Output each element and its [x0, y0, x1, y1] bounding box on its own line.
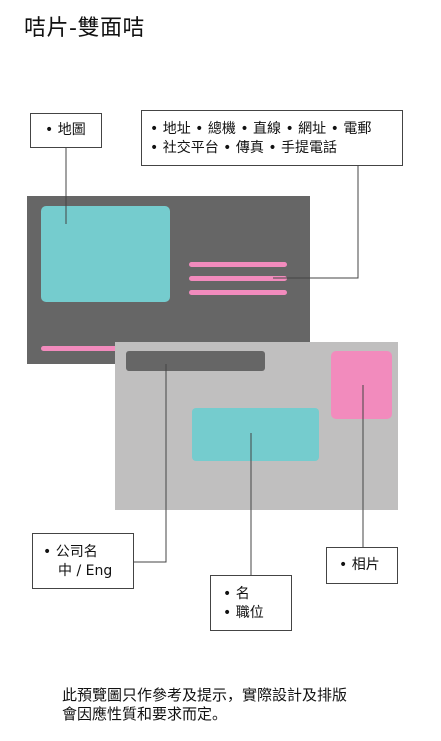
callout-contact-line-2: • 社交平台 • 傳真 • 手提電話 [150, 140, 338, 156]
connector-contact [273, 166, 359, 279]
callout-photo: • 相片 [326, 547, 398, 584]
card-back-contact-line-1 [189, 262, 287, 267]
card-back-contact-line-3 [189, 290, 287, 295]
callout-map: • 地圖 [30, 113, 102, 148]
callout-photo-label: • 相片 [339, 557, 380, 573]
card-front-name-block [192, 408, 319, 461]
card-back-contact-line-2 [189, 276, 287, 281]
callout-company: • 公司名 中 / Eng [32, 533, 134, 589]
disclaimer-line-1: 此預覽圖只作參考及提示，實際設計及排版 [62, 686, 348, 704]
card-back-map-block [41, 206, 170, 302]
card-front-photo-block [331, 351, 392, 419]
callout-contact: • 地址 • 總機 • 直線 • 網址 • 電郵 • 社交平台 • 傳真 • 手… [141, 110, 403, 166]
card-front-company-bar [126, 351, 265, 371]
callout-name: • 名 • 職位 [210, 575, 292, 631]
callout-company-line-2: 中 / Eng [58, 563, 113, 579]
callout-map-label: • 地圖 [45, 122, 86, 138]
card-back-bottom-line [41, 346, 121, 351]
callout-name-line-1: • 名 [223, 586, 250, 602]
disclaimer-line-2: 會因應性質和要求而定。 [62, 705, 228, 723]
connector-company [134, 364, 167, 563]
disclaimer-note: 此預覽圖只作參考及提示，實際設計及排版 會因應性質和要求而定。 [62, 686, 402, 724]
page-title: 咭片-雙面咭 [24, 16, 145, 41]
callout-name-line-2: • 職位 [223, 605, 264, 621]
callout-company-line-1: • 公司名 [43, 544, 98, 560]
callout-contact-line-1: • 地址 • 總機 • 直線 • 網址 • 電郵 [150, 121, 372, 137]
